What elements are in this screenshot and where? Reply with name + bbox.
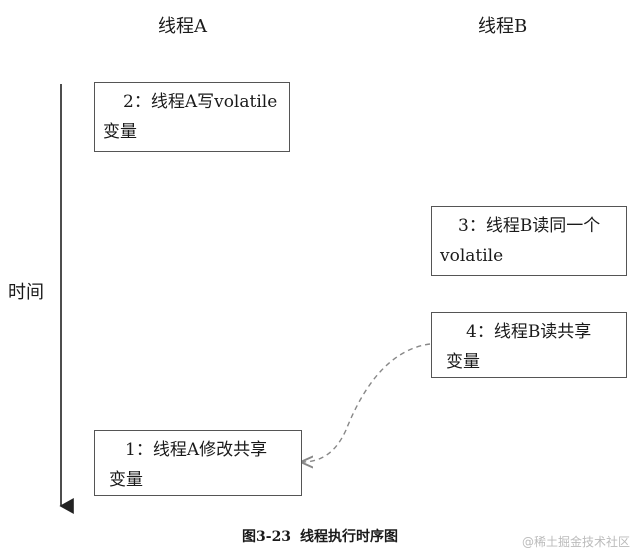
time-axis-label: 时间 — [8, 282, 44, 303]
thread-a-header: 线程A — [158, 16, 207, 37]
step-4-line2: 变量 — [446, 352, 480, 372]
step-2-box: 2：线程A写volatile 变量 — [94, 82, 290, 152]
figure-title: 线程执行时序图 — [299, 529, 398, 545]
figure-number: 图3-23 — [242, 529, 292, 545]
step-1-box: 1：线程A修改共享 变量 — [94, 430, 302, 496]
step-2-line1: 2：线程A写volatile — [123, 92, 278, 112]
step-3-line1: 3：线程B读同一个 — [458, 216, 601, 236]
watermark: @稀土掘金技术社区 — [521, 535, 630, 549]
step-4-box: 4：线程B读共享 变量 — [431, 312, 627, 378]
step-4-line1: 4：线程B读共享 — [466, 322, 592, 342]
step-3-box: 3：线程B读同一个 volatile — [431, 206, 627, 276]
figure-caption: 图3-23 线程执行时序图 — [0, 526, 640, 546]
step-2-line2: 变量 — [103, 122, 137, 142]
dashed-arrow — [302, 343, 431, 462]
thread-b-header: 线程B — [478, 16, 528, 37]
step-1-line2: 变量 — [109, 470, 143, 490]
step-3-line2: volatile — [440, 246, 504, 266]
step-1-line1: 1：线程A修改共享 — [125, 440, 268, 460]
